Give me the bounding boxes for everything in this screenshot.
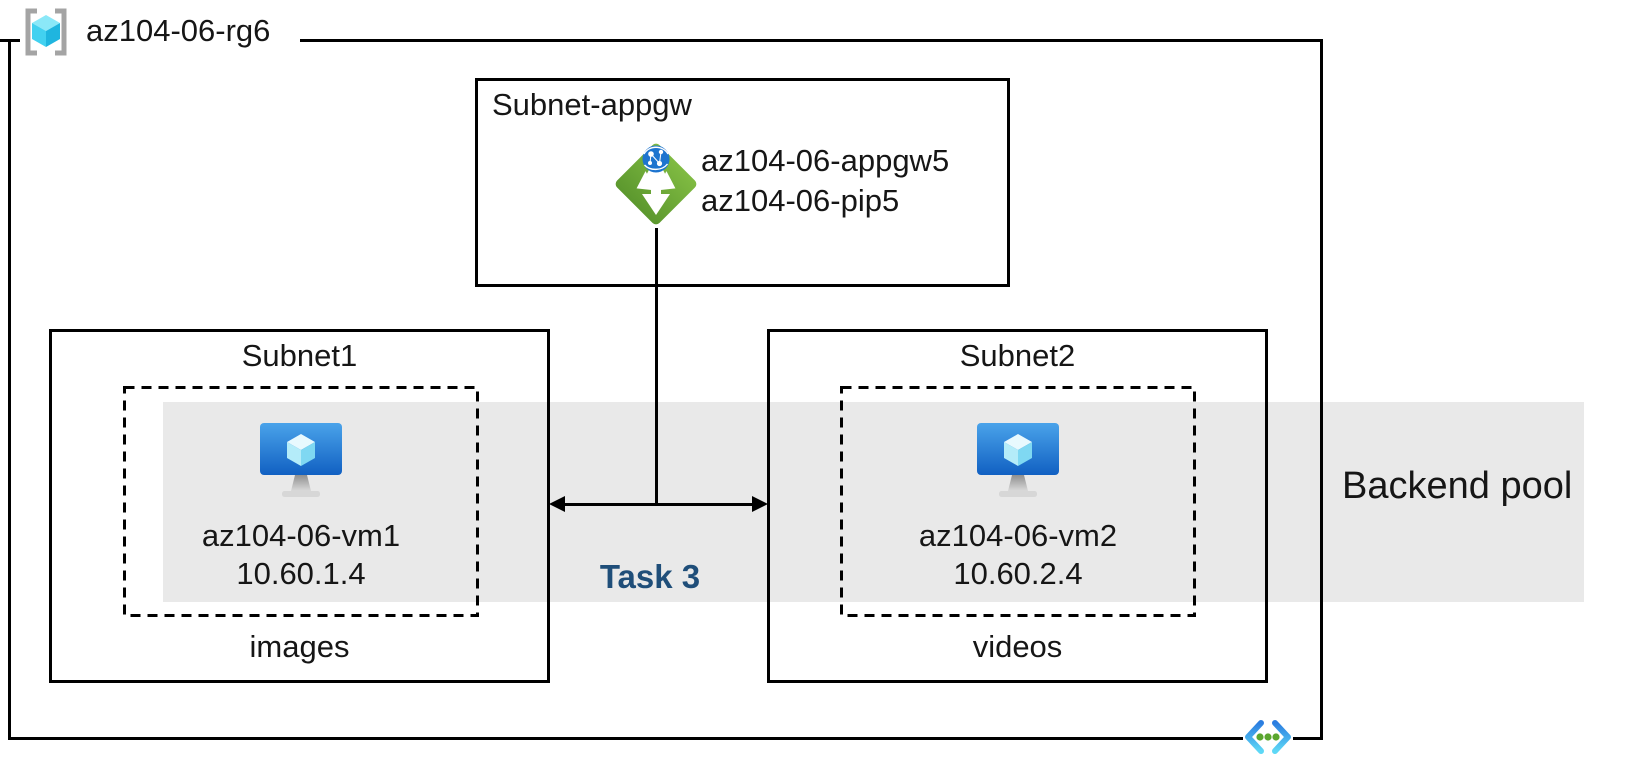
application-gateway-name: az104-06-appgw5	[701, 143, 950, 178]
backend-pool-label: Backend pool	[1342, 465, 1573, 507]
application-gateway-icon	[615, 143, 697, 225]
subnet-appgw-label: Subnet-appgw	[492, 87, 692, 122]
subnet1-label: Subnet1	[241, 338, 358, 373]
resource-group-border-segment-right	[300, 39, 1323, 42]
subnet1-box	[49, 329, 550, 683]
task-label: Task 3	[599, 558, 701, 595]
virtual-network-icon	[1245, 720, 1291, 754]
subnet-double-arrow-line	[562, 503, 754, 506]
backend-pool-band	[163, 402, 1584, 602]
resource-group-border-segment-left	[0, 39, 20, 42]
subnet1-vm-dashed-box	[123, 386, 479, 617]
arrowhead-left-icon	[549, 496, 565, 512]
public-ip-name: az104-06-pip5	[701, 183, 900, 218]
subnet-appgw-box	[475, 78, 1010, 287]
subnet1-folder-label: images	[249, 629, 350, 664]
vm2-text: az104-06-vm2 10.60.2.4	[840, 517, 1196, 593]
subnet2-label: Subnet2	[959, 338, 1076, 373]
resource-group-label: az104-06-rg6	[86, 13, 271, 48]
vm2-virtual-machine-icon	[977, 423, 1059, 497]
resource-group-box	[8, 39, 1323, 740]
application-gateway-names: az104-06-appgw5 az104-06-pip5	[701, 141, 949, 221]
vm1-name: az104-06-vm1	[201, 518, 401, 553]
arrowhead-right-icon	[752, 496, 768, 512]
vm1-ip: 10.60.1.4	[236, 556, 366, 591]
subnet2-vm-dashed-box	[840, 386, 1196, 617]
resource-group-icon	[25, 8, 67, 56]
subnet2-folder-label: videos	[972, 629, 1063, 664]
vm1-virtual-machine-icon	[260, 423, 342, 497]
vm1-text: az104-06-vm1 10.60.1.4	[123, 517, 479, 593]
subnet2-box	[767, 329, 1268, 683]
gateway-connector-line	[655, 228, 658, 505]
vm2-ip: 10.60.2.4	[953, 556, 1083, 591]
vm2-name: az104-06-vm2	[918, 518, 1118, 553]
